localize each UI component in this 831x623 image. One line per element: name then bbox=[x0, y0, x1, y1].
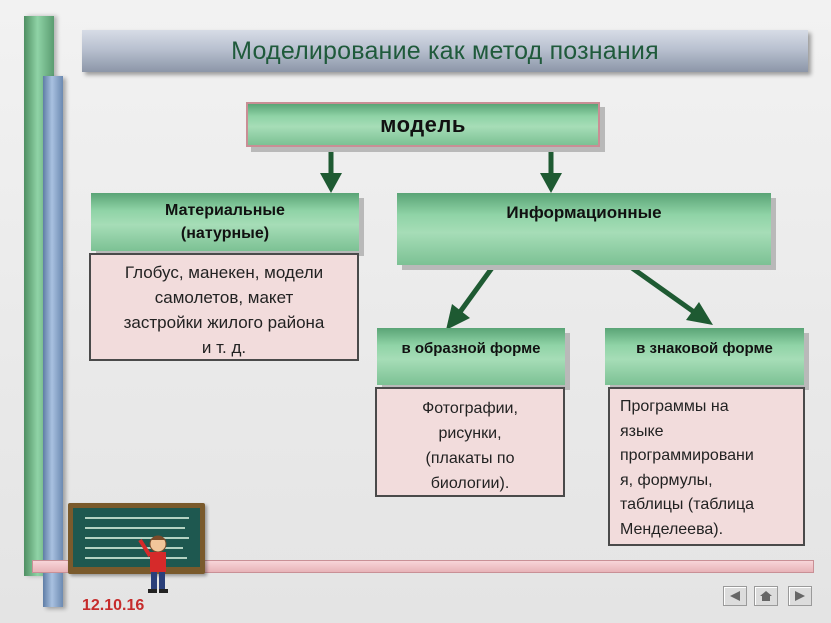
symbolic-examples-line: я, формулы, bbox=[620, 471, 713, 489]
bottom-decor-bar bbox=[32, 560, 814, 573]
symbolic-examples-line: Программы на bbox=[620, 398, 729, 415]
node-material-label-line2: (натурные) bbox=[180, 225, 270, 242]
slide-title: Моделирование как метод познания bbox=[231, 36, 659, 65]
node-model: модель bbox=[246, 102, 600, 147]
material-examples: Глобус, манекен, модели самолетов, макет… bbox=[89, 253, 359, 361]
symbolic-examples-line: языке bbox=[620, 422, 664, 440]
figurative-examples-line: (плакаты по bbox=[425, 450, 515, 467]
slide-date: 12.10.16 bbox=[82, 597, 145, 614]
home-button[interactable] bbox=[754, 586, 778, 606]
node-informational: Информационные bbox=[397, 193, 771, 265]
symbolic-examples-line: программировани bbox=[620, 447, 754, 464]
student-figure-clipart bbox=[138, 535, 168, 593]
arrow-model-to-informational bbox=[540, 149, 562, 193]
left-decor-bar-blue bbox=[43, 76, 63, 607]
triangle-right-icon bbox=[795, 591, 805, 601]
node-model-label: модель bbox=[380, 111, 466, 137]
symbolic-examples-line: таблицы (таблица bbox=[620, 496, 755, 513]
symbolic-examples-line: Менделеева). bbox=[620, 520, 724, 538]
node-informational-label: Информационные bbox=[506, 203, 662, 222]
node-material-label-line1: Материальные bbox=[165, 202, 285, 219]
chalk-line bbox=[85, 537, 189, 539]
chalk-line bbox=[85, 557, 187, 559]
next-slide-button[interactable] bbox=[788, 586, 812, 606]
node-symbolic-label: в знаковой форме bbox=[636, 340, 773, 357]
chalk-line bbox=[85, 517, 189, 519]
title-bar: Моделирование как метод познания bbox=[82, 30, 808, 72]
house-icon bbox=[760, 591, 772, 601]
material-examples-line: и т. д. bbox=[201, 338, 247, 357]
blackboard-surface bbox=[73, 508, 200, 567]
node-material: Материальные (натурные) bbox=[91, 193, 359, 251]
chalk-line bbox=[85, 547, 183, 549]
figurative-examples-line: биологии). bbox=[430, 475, 510, 492]
prev-slide-button[interactable] bbox=[723, 586, 747, 606]
node-figurative: в образной форме bbox=[377, 328, 565, 385]
material-examples-line: Глобус, манекен, модели bbox=[124, 263, 324, 282]
arrow-model-to-material bbox=[320, 149, 342, 193]
triangle-left-icon bbox=[730, 591, 740, 601]
figurative-examples: Фотографии, рисунки, (плакаты по биологи… bbox=[375, 387, 565, 497]
material-examples-line: застройки жилого района bbox=[123, 313, 325, 332]
symbolic-examples: Программы на языке программировани я, фо… bbox=[608, 387, 805, 546]
figurative-examples-line: рисунки, bbox=[438, 425, 502, 442]
chalk-line bbox=[85, 527, 185, 529]
material-examples-line: самолетов, макет bbox=[154, 288, 294, 307]
blackboard-clipart bbox=[68, 503, 205, 574]
node-symbolic: в знаковой форме bbox=[605, 328, 804, 385]
node-figurative-label: в образной форме bbox=[401, 340, 541, 357]
figurative-examples-line: Фотографии, bbox=[422, 400, 518, 417]
